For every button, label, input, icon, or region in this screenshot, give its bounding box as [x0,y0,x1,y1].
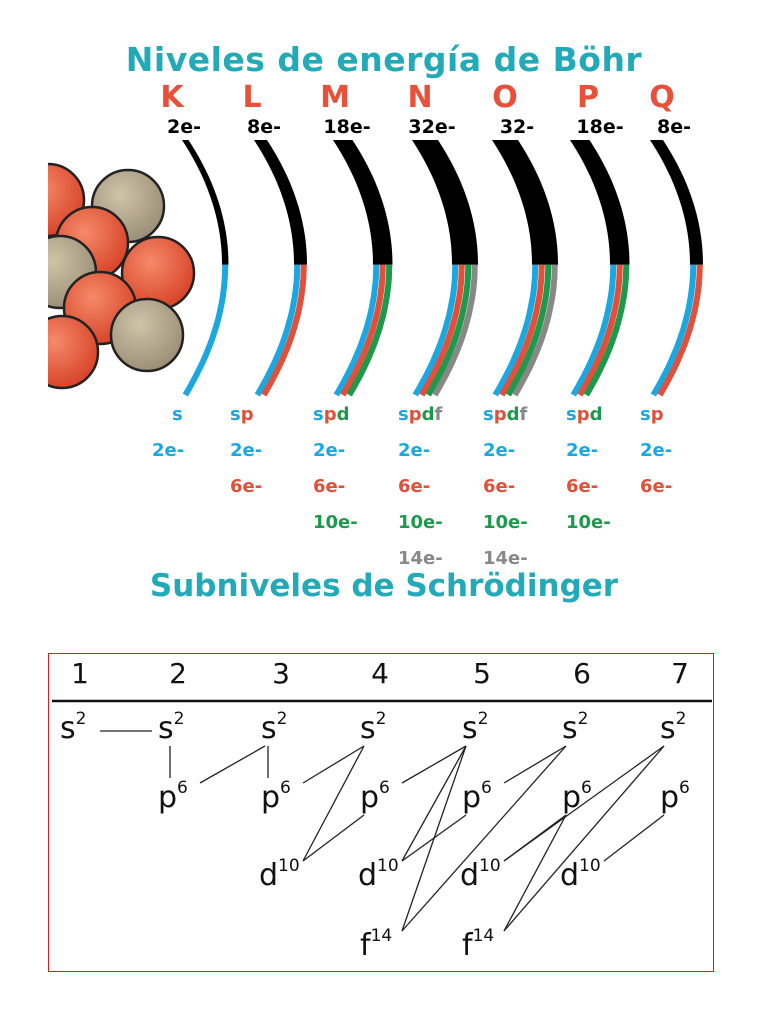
subshell-line-s [254,264,301,397]
subshell-labels: sp [640,404,730,425]
shell-capacity-band [650,140,703,265]
subshell-label-s: s [483,404,494,425]
subshell-line-s [412,264,459,397]
subshell-label-p: p [650,404,664,425]
subshell-count-s: 2e- [566,440,599,461]
subshell-count-f: 14e- [398,548,443,569]
subshell-label-d: d [336,404,350,425]
subshell-label-p: p [240,404,254,425]
level-letter-o: O [492,80,518,115]
subshell-count-d: 10e- [566,512,611,533]
shell-q [650,140,703,397]
level-capacity: 18e- [323,116,371,138]
subshell-count-f: 14e- [483,548,528,569]
level-letter-q: Q [649,80,675,115]
subshell-label-d: d [421,404,435,425]
subshell-line-s [333,264,380,397]
nucleon [48,314,100,390]
shell-p [570,140,630,397]
shell-m [333,140,393,397]
subshell-label-p: p [323,404,337,425]
subshell-line-p [419,264,465,397]
subshell-label-f: f [519,404,528,425]
shell-k [182,140,229,397]
subshell-line-p [499,264,545,397]
shell-o [492,140,558,397]
subshell-label-d: d [506,404,520,425]
subshell-label-s: s [398,404,409,425]
subshell-label-s: s [313,404,324,425]
level-letter-l: L [242,80,262,115]
subshell-count-p: 6e- [230,476,263,497]
subshell-count-s: 2e- [313,440,346,461]
shell-capacity-band [254,140,307,265]
subshell-line-f [432,264,478,397]
subshell-count-s: 2e- [398,440,431,461]
subshell-line-p [340,264,386,397]
subshell-label-s: s [566,404,577,425]
nucleon [109,297,185,373]
level-capacity: 32e- [408,116,456,138]
subshell-labels: s [172,404,262,425]
subshell-count-s: 2e- [230,440,263,461]
subshell-labels: spdf [398,404,488,425]
subshell-line-f [512,264,558,397]
level-capacity: 2e- [167,116,201,138]
shell-l [254,140,307,397]
subshell-line-s [570,264,617,397]
shell-n [412,140,478,397]
level-capacity: 8e- [247,116,281,138]
bohr-shells-diagram [48,140,703,397]
shell-capacity-band [492,140,558,265]
aufbau-table-frame [48,653,714,972]
subshell-line-d [346,264,393,397]
nucleus [48,162,196,390]
level-capacity: 8e- [657,116,691,138]
subshell-label-s: s [640,404,651,425]
subshell-label-p: p [408,404,422,425]
subshell-line-p [577,264,623,397]
subshell-count-d: 10e- [483,512,528,533]
subshell-line-s [182,264,229,397]
subshell-count-s: 2e- [640,440,673,461]
subshell-line-d [505,264,552,397]
level-letter-n: N [407,80,433,115]
subshell-count-s: 2e- [152,440,185,461]
shell-capacity-band [333,140,393,265]
diagram-subtitle: Subniveles de Schrödinger [149,568,619,604]
shell-capacity-band [570,140,630,265]
subshell-line-s [492,264,539,397]
subshell-count-p: 6e- [483,476,516,497]
shell-capacity-band [412,140,478,265]
level-letter-k: K [160,80,184,115]
subshell-labels: spd [313,404,403,425]
subshell-labels: spdf [483,404,573,425]
subshell-labels: sp [230,404,320,425]
subshell-line-d [583,264,630,397]
subshell-label-s: s [230,404,241,425]
level-letter-m: M [320,80,350,115]
subshell-line-d [425,264,472,397]
shell-capacity-band [182,140,229,265]
subshell-count-d: 10e- [313,512,358,533]
subshell-count-p: 6e- [640,476,673,497]
level-letter-p: P [577,80,599,115]
subshell-count-p: 6e- [566,476,599,497]
subshell-count-d: 10e- [398,512,443,533]
subshell-label-p: p [493,404,507,425]
subshell-label-f: f [434,404,443,425]
subshell-label-s: s [172,404,183,425]
subshell-count-p: 6e- [398,476,431,497]
subshell-line-p [657,264,703,397]
subshell-label-d: d [589,404,603,425]
subshell-count-s: 2e- [483,440,516,461]
subshell-line-p [261,264,307,397]
level-capacity: 18e- [576,116,624,138]
subshell-count-p: 6e- [313,476,346,497]
diagram-title: Niveles de energía de Böhr [125,40,643,79]
subshell-labels: spd [566,404,656,425]
subshell-line-s [650,264,697,397]
level-capacity: 32- [499,116,535,138]
subshell-label-p: p [576,404,590,425]
